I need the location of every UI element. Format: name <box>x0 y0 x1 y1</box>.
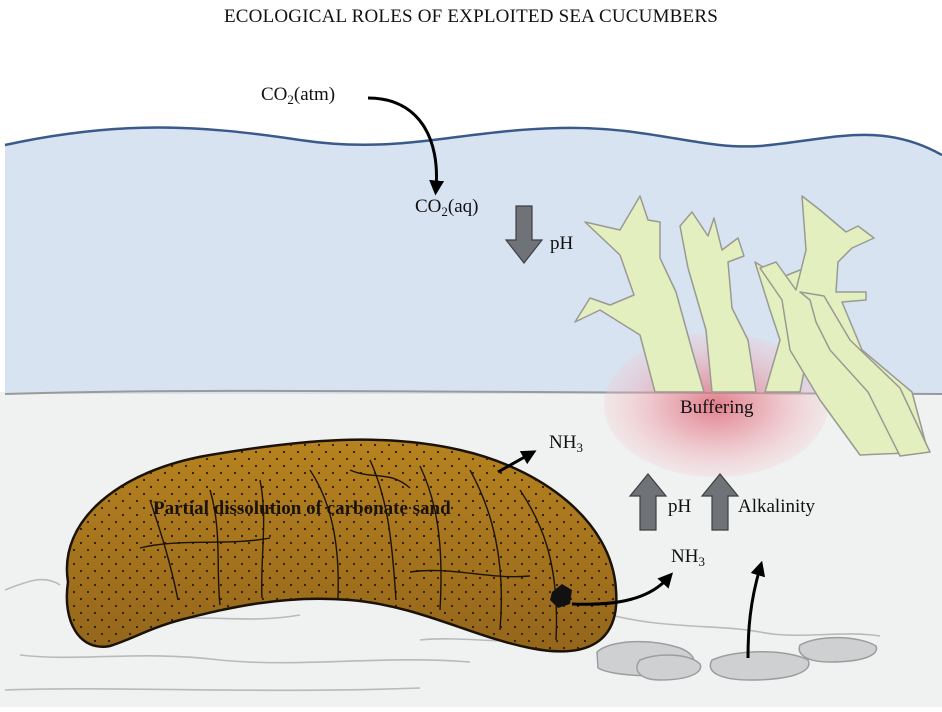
rocks <box>596 636 878 681</box>
ph-up-arrow-icon <box>628 473 668 531</box>
dissolution-label: Partial dissolution of carbonate sand <box>153 498 451 519</box>
nh3-right-label: NH3 <box>671 546 705 569</box>
sea-cucumber-dots <box>66 439 617 652</box>
coral-icon <box>574 195 931 457</box>
nh3-release-arrow-top <box>497 450 537 474</box>
alkalinity-source-arrow <box>746 560 766 659</box>
co2-aq-label: CO2(aq) <box>415 196 479 219</box>
black-arrows <box>367 96 766 659</box>
ph-up-label: pH <box>668 496 692 517</box>
alkalinity-up-arrow-icon <box>700 473 740 531</box>
ph-down-arrow-icon <box>504 205 544 264</box>
water-surface-line <box>4 126 942 157</box>
alkalinity-label: Alkalinity <box>738 496 816 517</box>
ph-down-label: pH <box>550 233 574 254</box>
grey-arrows <box>504 205 740 531</box>
co2-dissolution-arrow <box>367 96 445 196</box>
nh3-top-label: NH3 <box>549 432 583 455</box>
sea-cucumber-wrinkles <box>139 459 558 641</box>
buffering-label: Buffering <box>680 397 754 418</box>
co2-atm-label: CO2(atm) <box>261 84 336 107</box>
sea-cucumber-mouth-icon <box>550 584 572 608</box>
diagram-title: ECOLOGICAL ROLES OF EXPLOITED SEA CUCUMB… <box>223 6 718 27</box>
nh3-release-arrow-mouth <box>571 572 674 606</box>
